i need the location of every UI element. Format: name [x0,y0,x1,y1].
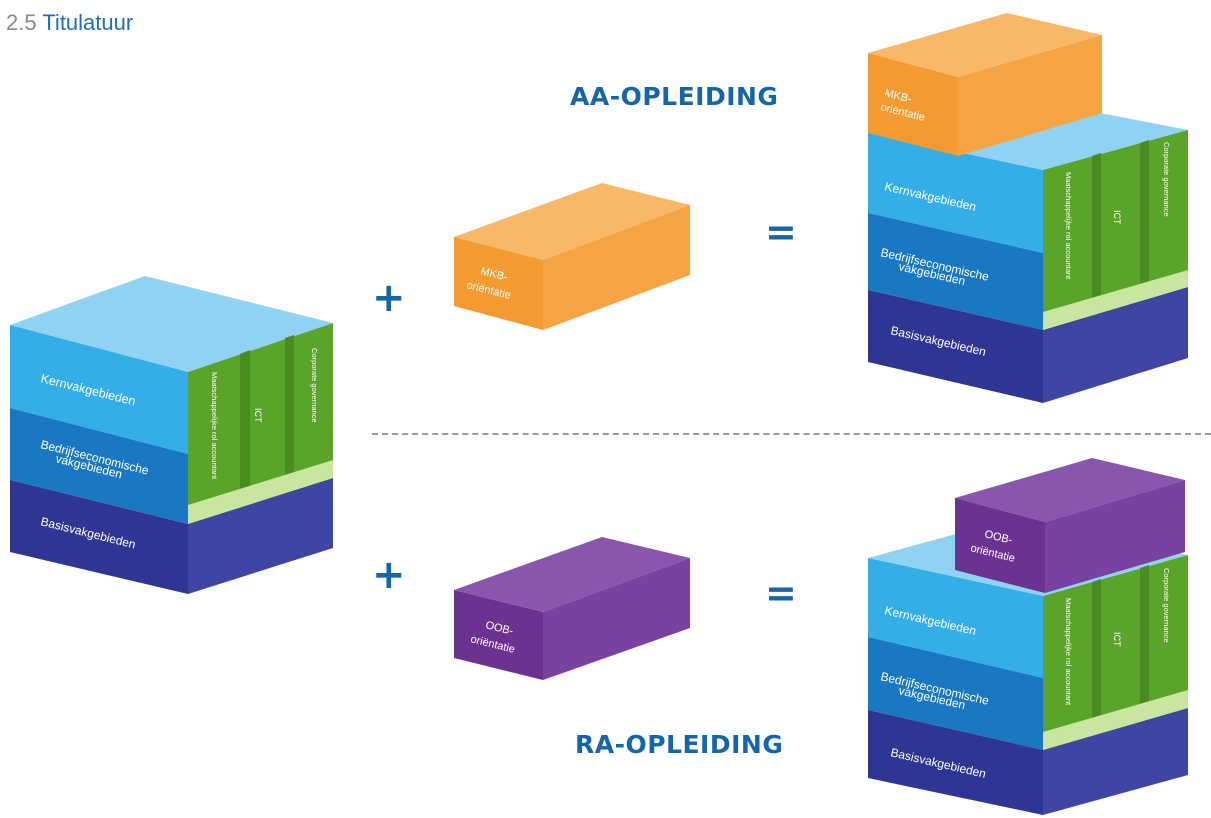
equals-sign-bottom: = [765,571,797,615]
aa-opleiding-label: AA-OPLEIDING [570,82,779,111]
ra-column-ict: ICT [1112,632,1122,647]
ra-side-bottom [1043,708,1188,815]
green-col-divider [1092,579,1101,728]
layer-kern-front [10,325,188,454]
green-shadow [1043,690,1188,750]
ra-layer-bedrijf [868,637,1043,750]
section-title: Titulatuur [42,10,134,35]
ra-layer-basis [868,710,1043,815]
ra-opleiding-label: RA-OPLEIDING [575,730,784,759]
mkb-front-face [454,237,543,330]
cube-side-bottom [188,478,333,594]
green-col-divider [1140,565,1149,715]
green-col-divider [1092,153,1101,306]
plus-sign-bottom: + [372,552,406,598]
aa-result-cube: MKB- oriëntatie Kernvakgebieden Bedrijfs… [868,13,1188,403]
ra-oob-side [1045,480,1185,593]
green-shadow [188,460,333,524]
plus-sign-top: + [372,275,406,321]
oob-block: OOB- oriëntatie [454,537,690,680]
mkb-top-face [454,183,690,260]
dashed-divider [372,433,1211,435]
aa-mkb-front [868,53,958,156]
section-number: 2.5 [6,10,37,35]
green-col-divider [285,335,294,489]
cube-top-face [10,276,333,372]
aa-layer-bedrijf [868,213,1043,330]
aa-mkb-top [868,13,1102,77]
ra-column-maatschappelijk: Maatschappelijke rol accountant [1064,598,1073,706]
layer-bedrijf-front [10,408,188,524]
ra-result-cube: OOB- oriëntatie Kernvakgebieden Bedrijfs… [868,458,1188,815]
mkb-block: MKB- oriëntatie [454,183,690,330]
section-heading: 2.5 Titulatuur [6,10,133,36]
ra-layer-kern [868,558,1043,678]
green-shadow [1043,270,1188,330]
oob-side-face [543,558,690,680]
green-col-divider [1140,140,1149,292]
aa-side-green [1043,130,1188,330]
oob-top-face [454,537,690,612]
green-col-divider [240,350,250,504]
column-label-ict: ICT [253,408,263,423]
ra-oob-top [955,458,1185,522]
column-label-corporate: Corporate governance [310,348,319,423]
aa-layer-basis [868,290,1043,403]
ra-oob-front [955,498,1045,593]
aa-column-ict: ICT [1112,210,1122,225]
aa-column-maatschappelijk: Maatschappelijke rol accountant [1064,172,1073,280]
base-cube: Kernvakgebieden Bedrijfseconomische vakg… [10,276,333,594]
layer-basis-front [10,480,188,594]
mkb-side-face [543,205,690,330]
aa-side-bottom [1043,287,1188,403]
equals-sign-top: = [765,210,797,254]
ra-column-corporate: Corporate governance [1162,568,1171,643]
column-label-maatschappelijk: Maatschappelijke rol accountant [210,372,219,480]
oob-front-face [454,590,543,680]
aa-column-corporate: Corporate governance [1162,142,1171,217]
aa-mkb-side [958,35,1102,156]
